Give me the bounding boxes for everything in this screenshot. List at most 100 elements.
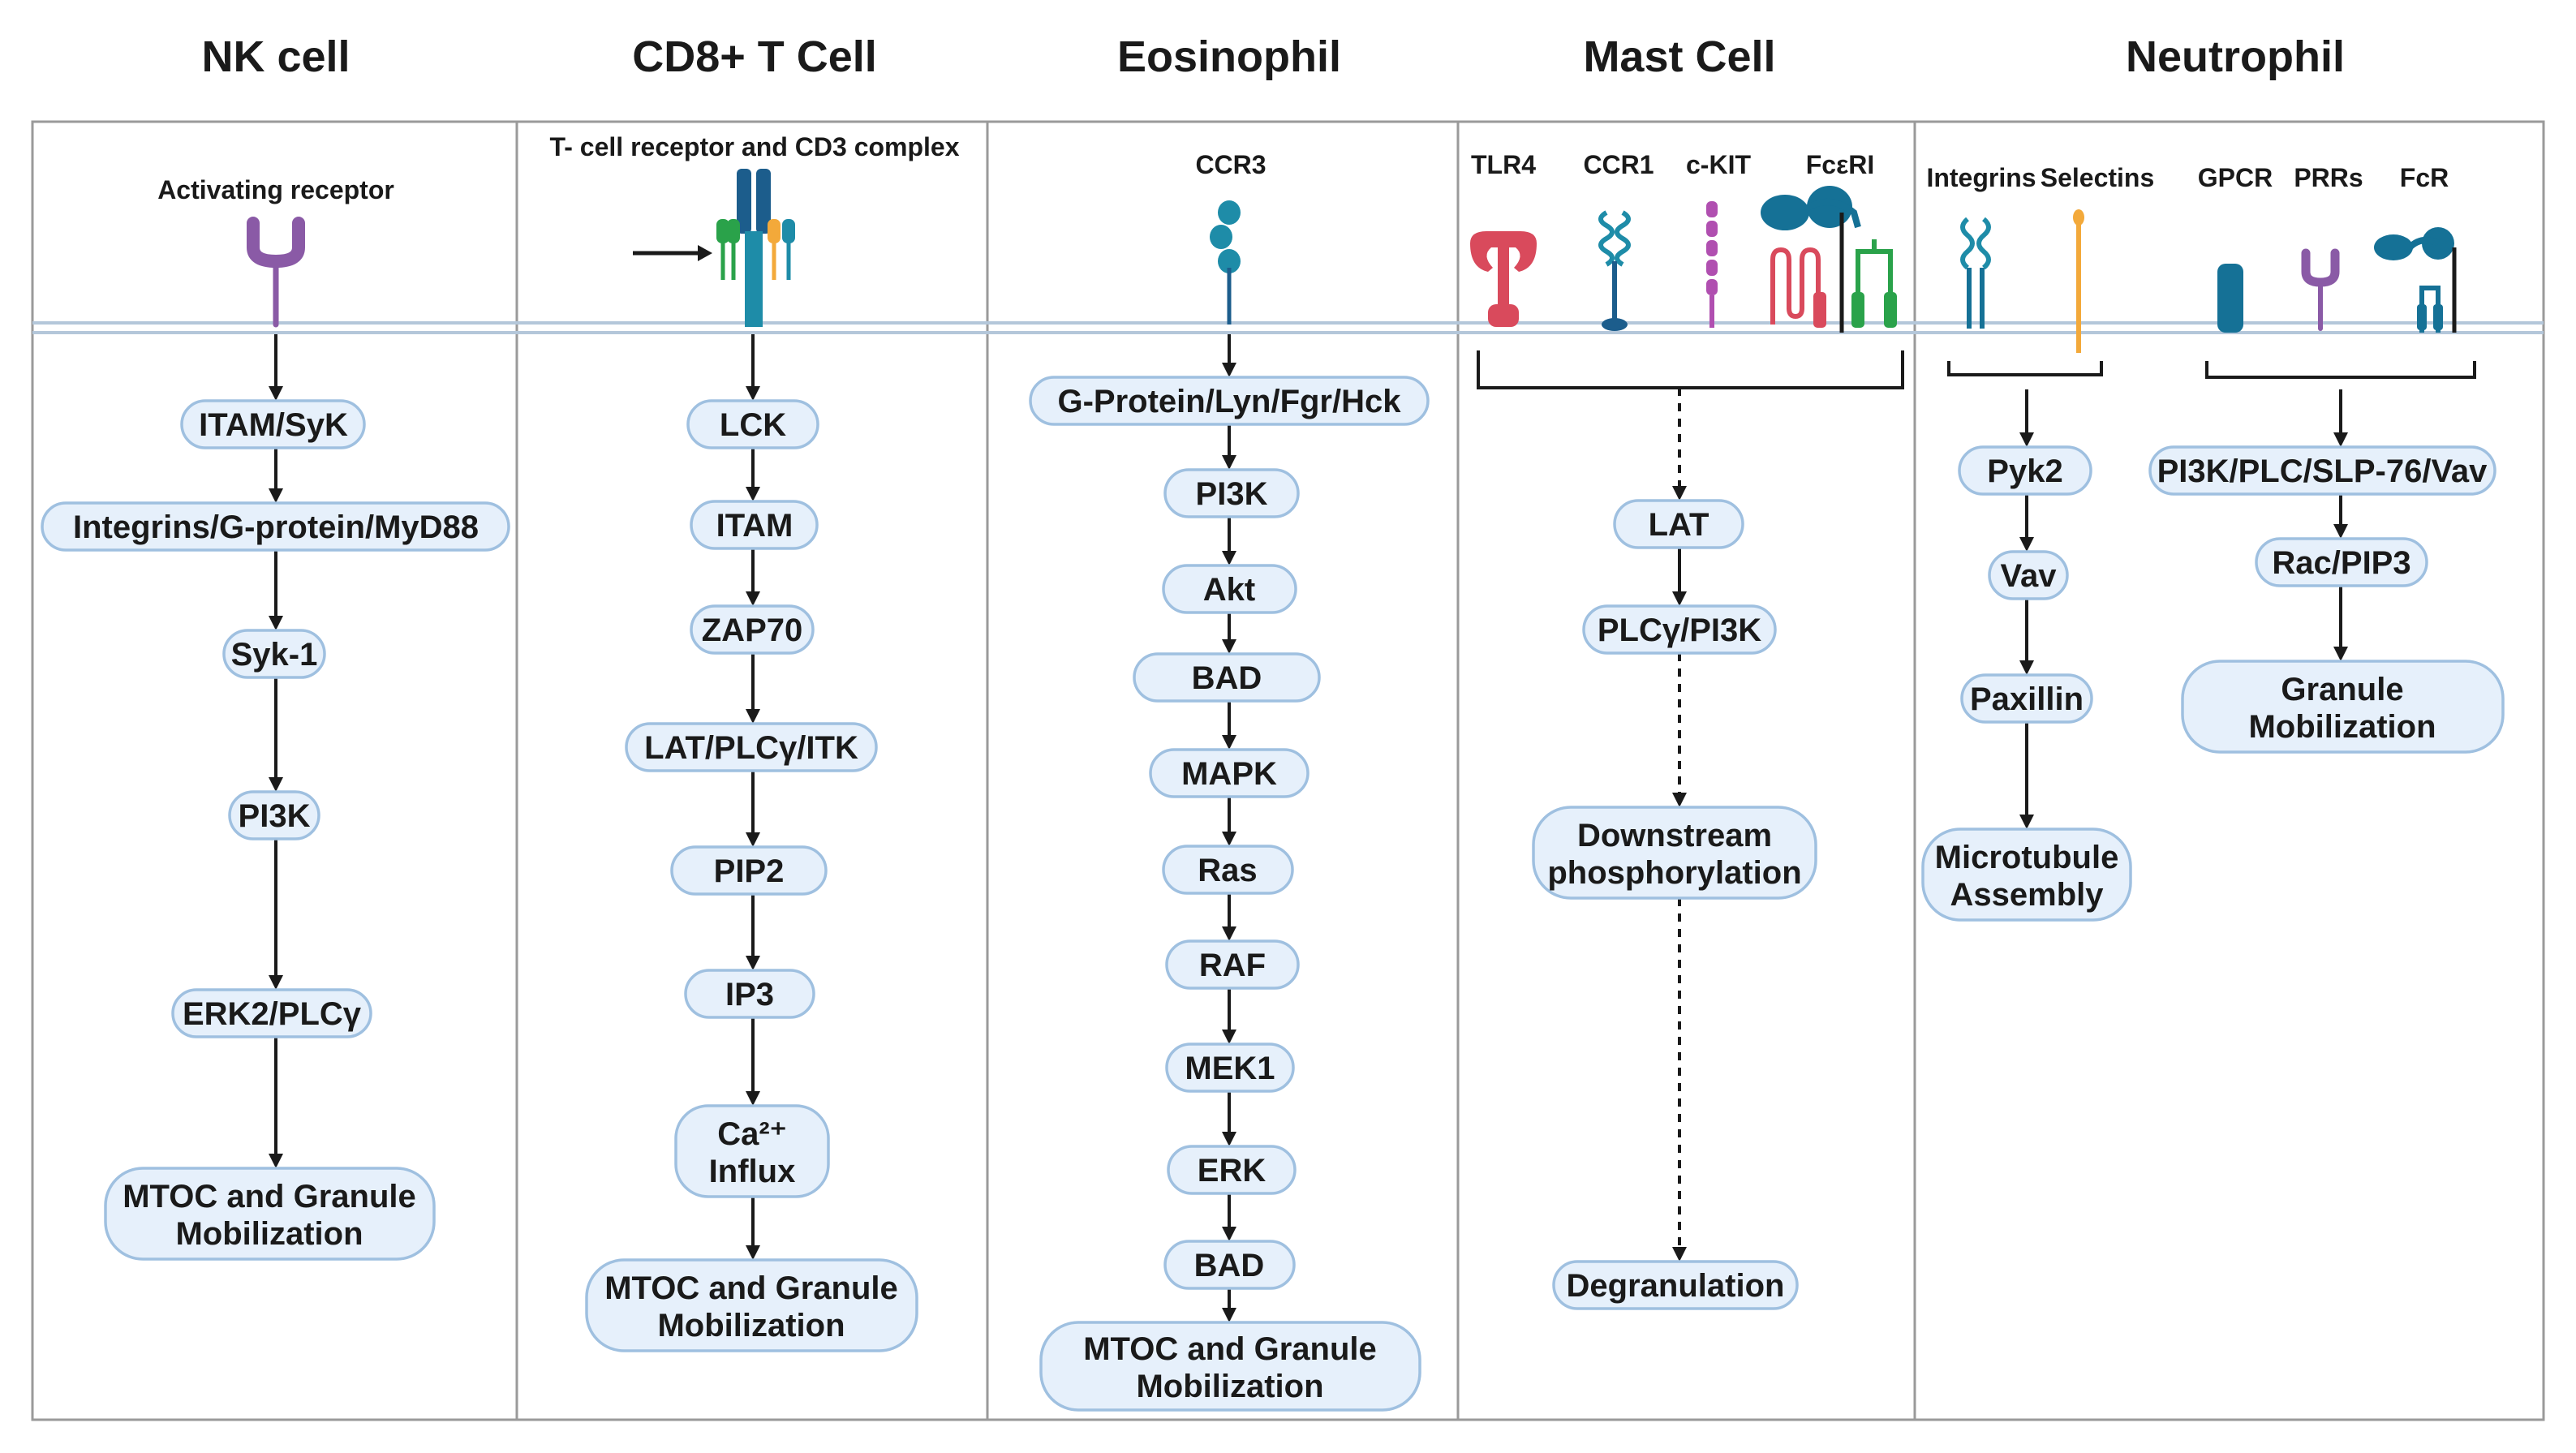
node-label: Vav	[2001, 558, 2058, 594]
node-degranulation: Degranulation	[1552, 1260, 1799, 1310]
receptor-label-tlr4: TLR4	[1471, 150, 1536, 179]
y-shaped-receptor-icon	[247, 217, 305, 328]
arrow-head	[746, 1091, 760, 1106]
arrow-head	[1672, 591, 1687, 606]
node-lat-plcg-itk: LAT/PLCγ/ITK	[625, 722, 878, 772]
node-label: Ras	[1198, 853, 1257, 888]
arrow-head	[1222, 926, 1236, 941]
gpcr-icon	[2217, 264, 2243, 333]
arrow-head	[1222, 1227, 1236, 1241]
node-lat: LAT	[1613, 499, 1744, 549]
chemokine-receptor-icon	[1210, 200, 1241, 325]
node-pip2: PIP2	[670, 845, 828, 896]
panel-frame	[31, 120, 2545, 1421]
node-lck: LCK	[686, 399, 819, 449]
node-label: RAF	[1199, 948, 1266, 983]
node-paxillin: Paxillin	[1960, 673, 2093, 724]
arrow-head	[1222, 832, 1236, 846]
title-eosinophil: Eosinophil	[1117, 32, 1341, 81]
node-label: Akt	[1203, 572, 1255, 608]
receptor-label-fceri: FcεRI	[1806, 150, 1875, 179]
node-label: MAPK	[1181, 756, 1277, 792]
node-label: LCK	[720, 407, 786, 443]
arrow-head	[269, 975, 283, 990]
receptor-label-fcr: FcR	[2400, 163, 2449, 192]
node-label: ZAP70	[702, 613, 803, 648]
node-label: IP3	[725, 977, 774, 1012]
node-label: PI3K/PLC/SLP-76/Vav	[2157, 454, 2488, 489]
arrow-head	[2333, 524, 2348, 539]
receptor-label-ckit: c-KIT	[1686, 150, 1751, 179]
arrow-head	[1672, 486, 1687, 501]
arrow-head	[746, 1245, 760, 1260]
node-raf: RAF	[1165, 939, 1300, 990]
node-zap70: ZAP70	[690, 604, 815, 655]
arrow-head	[1222, 639, 1236, 654]
title-nk-cell: NK cell	[201, 32, 350, 81]
arrow-head	[746, 832, 760, 847]
prr-icon	[2301, 248, 2340, 331]
arrow-head	[2333, 647, 2348, 661]
node-vav: Vav	[1988, 550, 2069, 600]
node-pyk2: Pyk2	[1958, 445, 2092, 496]
node-label: MEK1	[1185, 1051, 1275, 1086]
node-label: Ca²⁺Influx	[709, 1116, 796, 1189]
node-label: PI3K	[239, 798, 311, 834]
node-plcg-pi3k: PLCγ/PI3K	[1582, 604, 1777, 655]
receptor-label-tcr-cd3: T- cell receptor and CD3 complex	[549, 132, 959, 161]
arrow-head	[2019, 537, 2034, 552]
node-rac-pip3: Rac/PIP3	[2255, 537, 2428, 587]
node-label: ITAM/SyK	[199, 407, 348, 443]
node-pi3k-plc-slp76-vav: PI3K/PLC/SLP-76/Vav	[2148, 445, 2496, 496]
node-label: ITAM	[716, 508, 793, 544]
arrow-head	[269, 777, 283, 792]
arrow-head	[2333, 432, 2348, 447]
node-label: Paxillin	[1970, 681, 2084, 717]
node-label: BAD	[1194, 1248, 1265, 1283]
receptor-label-activating: Activating receptor	[157, 175, 394, 204]
arrow-head	[1222, 1308, 1236, 1322]
arrow-head	[1222, 1132, 1236, 1146]
node-label: PIP2	[714, 853, 785, 889]
arrow-head	[1222, 363, 1236, 377]
node-akt: Akt	[1162, 564, 1297, 614]
fceri-icon	[1761, 186, 1897, 333]
fcr-icon	[2374, 227, 2457, 333]
node-label: BAD	[1192, 660, 1262, 696]
tcr-cd3-complex-icon	[633, 169, 795, 327]
node-itam: ITAM	[690, 500, 819, 550]
node-label: Degranulation	[1567, 1268, 1785, 1304]
node-label: Syk-1	[231, 637, 318, 673]
receptor-label-ccr1: CCR1	[1583, 150, 1654, 179]
node-ras: Ras	[1162, 845, 1294, 895]
arrow-head	[1672, 1247, 1687, 1262]
node-erk: ERK	[1167, 1145, 1297, 1195]
arrow-head	[1672, 793, 1687, 807]
title-neutrophil: Neutrophil	[2126, 32, 2345, 81]
node-bad: BAD	[1163, 1240, 1296, 1290]
node-integrins-gprotein-myd88: Integrins/G-protein/MyD88	[41, 501, 510, 552]
title-cd8-t-cell: CD8+ T Cell	[632, 32, 877, 81]
arrow-head	[2019, 815, 2034, 829]
node-erk2-plcg: ERK2/PLCγ	[171, 988, 372, 1038]
node-mek1: MEK1	[1165, 1042, 1295, 1093]
arrow-head	[1222, 551, 1236, 565]
ckit-icon	[1706, 201, 1718, 328]
tlr4-icon	[1470, 231, 1537, 327]
receptor-label-gpcr: GPCR	[2198, 163, 2273, 192]
neutrophil-receptor-bracket	[2205, 361, 2476, 379]
nk-pathway: ITAM/SyK Integrins/G-protein/MyD88 Syk-1…	[41, 399, 510, 1261]
arrow-head	[269, 1154, 283, 1168]
node-itam-syk: ITAM/SyK	[180, 399, 366, 449]
selectin-icon	[2073, 209, 2084, 353]
node-pi3k: PI3K	[1163, 468, 1300, 518]
node-ip3: IP3	[684, 969, 815, 1019]
node-syk1: Syk-1	[222, 629, 326, 679]
